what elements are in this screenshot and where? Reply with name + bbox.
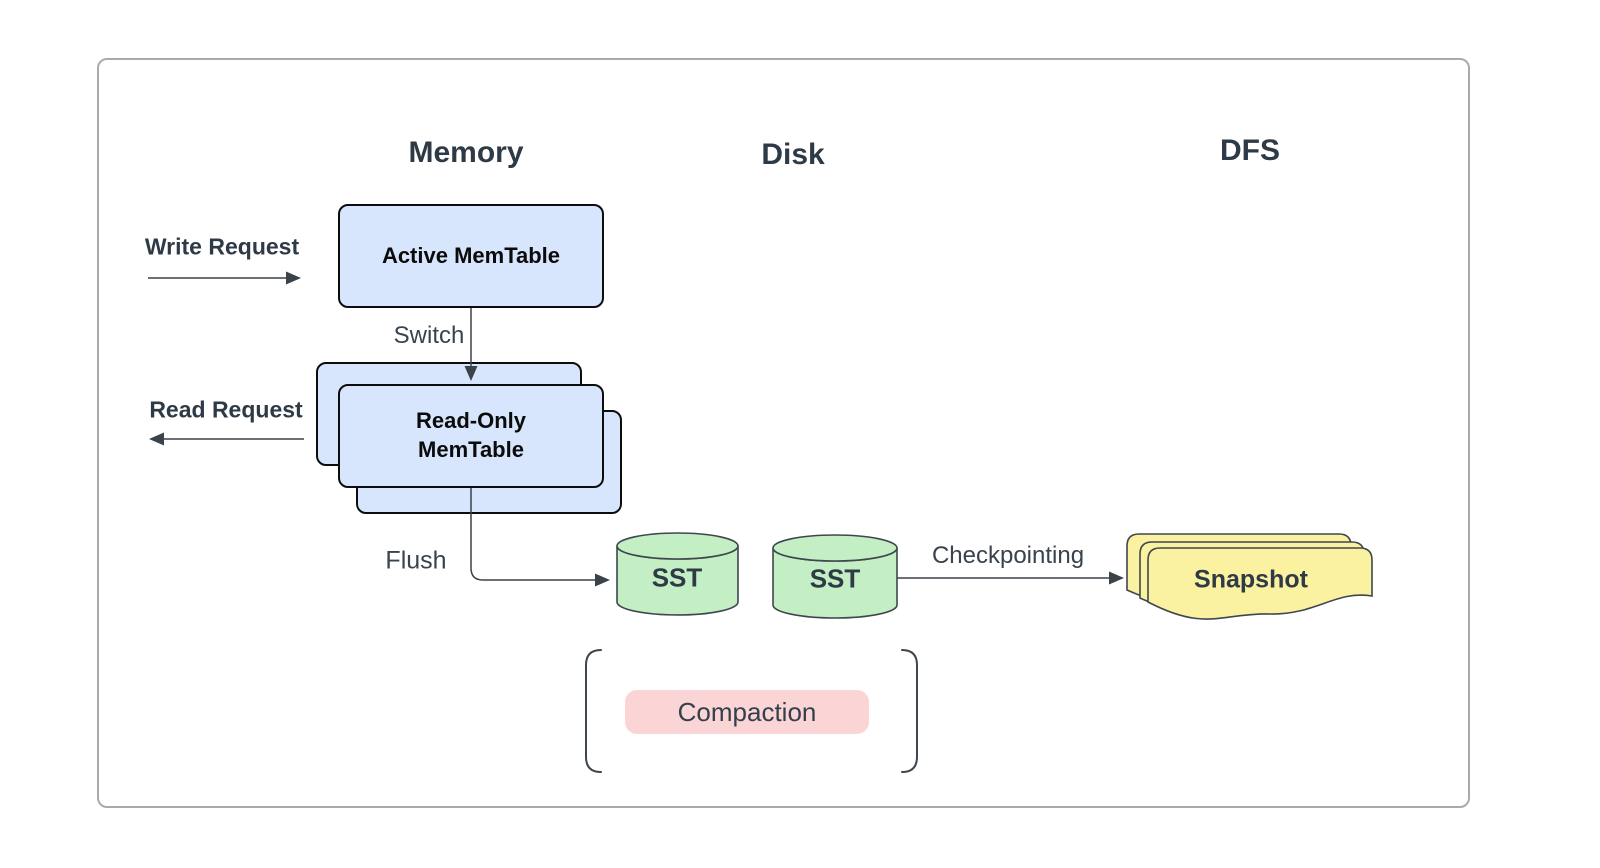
snapshot-label: Snapshot: [1194, 565, 1308, 594]
readonly-memtable-line1: Read-Only: [415, 408, 527, 434]
readonly-memtable-line2: MemTable: [418, 437, 524, 462]
write-request-arrow: [148, 271, 301, 285]
flush-label: Flush: [385, 546, 447, 575]
read-request-label: Read Request: [149, 396, 303, 423]
sst-disk-label: SST: [809, 563, 861, 594]
node-readonly-memtable: Read-Only MemTable: [338, 384, 604, 488]
compaction-bracket: [585, 649, 918, 773]
heading-disk: Disk: [761, 138, 825, 171]
read-request-arrow: [149, 432, 304, 446]
switch-arrow: [464, 308, 478, 381]
sst-cylinder-flushed: [616, 532, 739, 616]
checkpointing-label: Checkpointing: [931, 542, 1085, 569]
sst-cylinder-disk: [772, 534, 898, 619]
node-active-memtable: Active MemTable: [338, 204, 604, 308]
snapshot-stack: [1126, 533, 1373, 620]
snapshot-doc-front: [1147, 547, 1373, 620]
heading-memory: Memory: [408, 136, 524, 169]
node-compaction: Compaction: [625, 690, 869, 734]
switch-label: Switch: [393, 322, 465, 349]
readonly-memtable-label: Read-Only MemTable: [416, 407, 526, 464]
sst-flushed-label: SST: [651, 562, 703, 593]
compaction-label: Compaction: [677, 696, 817, 727]
active-memtable-label: Active MemTable: [381, 242, 561, 268]
compaction-bracket-left: [585, 649, 602, 773]
heading-dfs: DFS: [1220, 134, 1280, 167]
checkpointing-arrow: [897, 571, 1124, 585]
compaction-bracket-right: [901, 649, 918, 773]
write-request-label: Write Request: [144, 233, 300, 260]
flush-arrow: [470, 488, 610, 587]
